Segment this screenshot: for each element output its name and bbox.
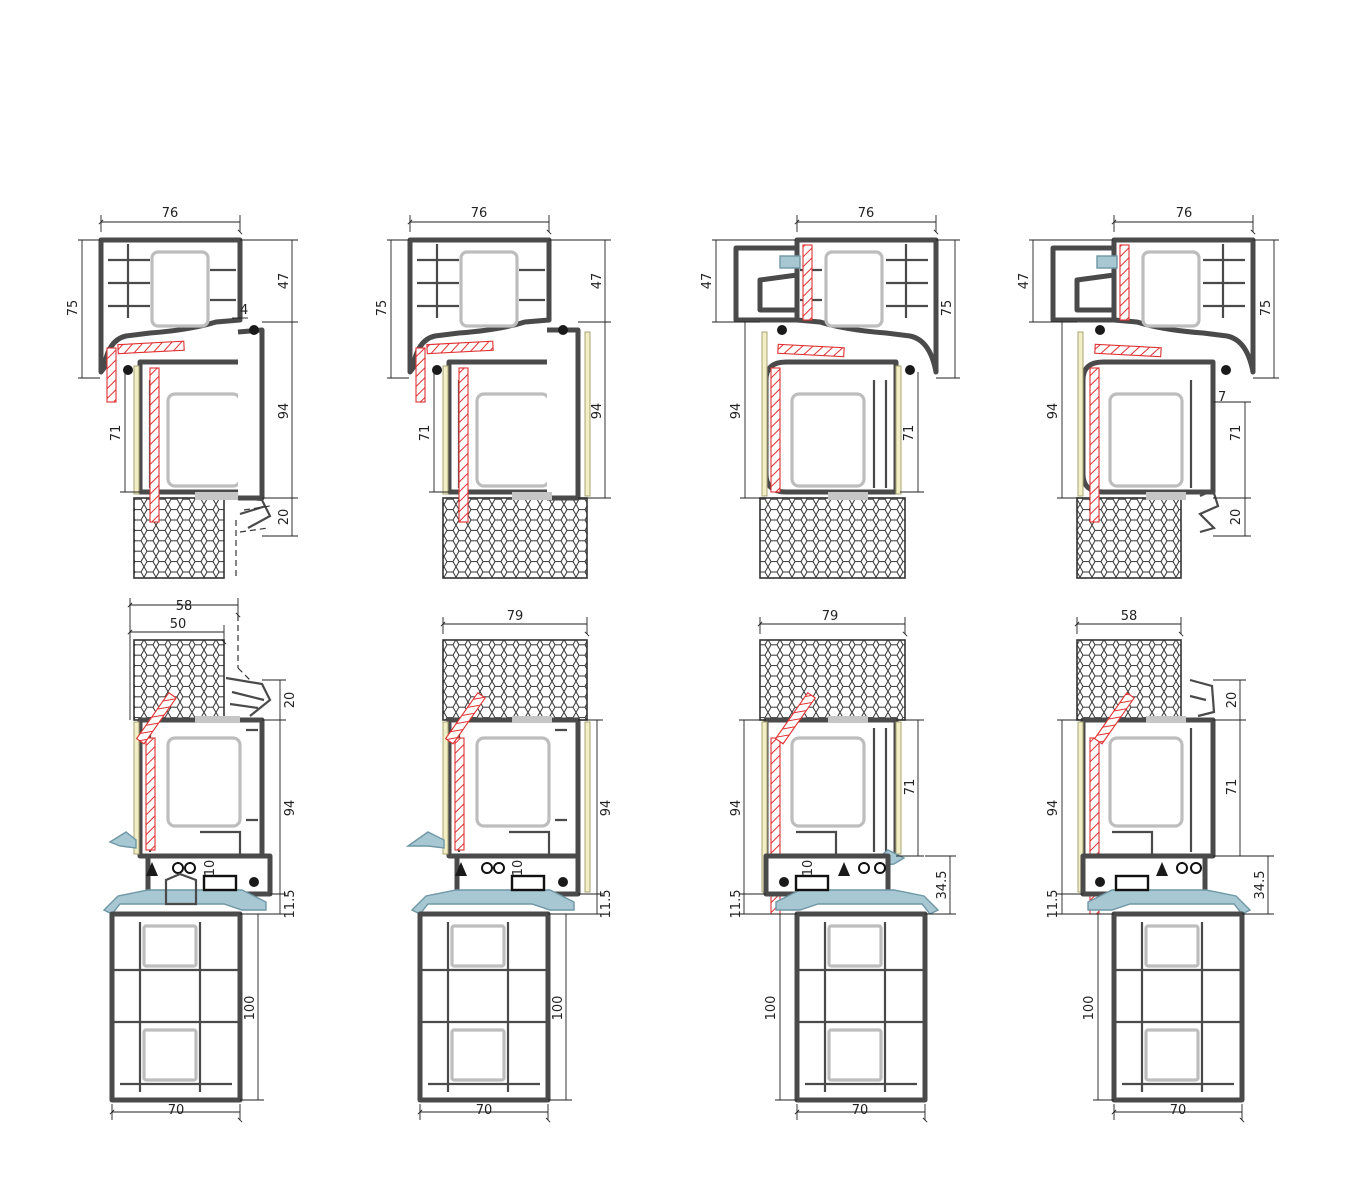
bottom-section-1: 58 50 20 94 10 11.5 100 70 [102,598,298,1120]
steel-reinforcement [145,737,156,851]
foam-block [133,639,225,721]
foam-block [1076,639,1182,721]
dim-right-top: 47 [590,273,605,290]
dim-right-bottom: 20 [1229,509,1244,526]
dim-right-height: 75 [940,300,955,317]
dim-sill-step: 11.5 [729,890,744,919]
steel-reinforcement [117,340,185,355]
bottom-section-3: 79 94 71 10 11.5 34.5 100 70 [729,609,956,1120]
dim-left-top: 47 [700,273,715,290]
dim-right-step: 34.5 [935,871,950,900]
dim-outer-width: 58 [1121,609,1138,624]
foam-block [759,639,906,721]
dim-left-top: 47 [1017,273,1032,290]
dim-sill-step: 11.5 [283,890,298,919]
dim-sill-height: 100 [551,996,566,1021]
dim-right-middle: 94 [599,800,614,817]
dim-left-middle: 94 [1046,800,1061,817]
dim-right-height: 75 [1259,300,1274,317]
dim-lower-left: 94 [729,403,744,420]
dim-right-middle: 94 [283,800,298,817]
dim-gap: 10 [511,860,526,877]
dim-sill-width: 70 [476,1103,493,1118]
threshold-profile [410,889,575,915]
dim-sill-width: 70 [168,1103,185,1118]
foam-block [1076,497,1182,579]
dim-small: 7 [1218,390,1226,405]
dim-right-top: 47 [277,273,292,290]
dim-right-top: 20 [1225,692,1240,709]
dim-sill-height: 100 [1082,996,1097,1021]
dim-right-bottom: 20 [277,509,292,526]
top-section-1: 76 75 47 94 20 71 4 [66,206,298,579]
dim-sill-height: 100 [243,996,258,1021]
dim-outer-width: 79 [822,609,839,624]
threshold-profile [1087,889,1252,915]
dim-width: 76 [1176,206,1193,221]
dim-sill-step: 11.5 [599,890,614,919]
dim-sill-step: 11.5 [1046,890,1061,919]
glass-pane [150,250,210,328]
dim-sill-height: 100 [764,996,779,1021]
dim-left-height: 75 [66,300,81,317]
dim-small: 4 [240,303,248,318]
glass-pane [166,392,242,488]
bottom-section-4: 58 20 94 71 11.5 34.5 100 70 [1046,609,1274,1120]
dim-sill-width: 70 [1170,1103,1187,1118]
dim-left-height: 75 [375,300,390,317]
dim-right-middle: 71 [902,425,917,442]
dim-width: 76 [858,206,875,221]
top-section-2: 76 75 47 94 71 [375,206,611,579]
dim-width: 76 [471,206,488,221]
foam-block [133,497,225,579]
top-section-4: 76 47 94 75 71 20 7 [1017,206,1279,579]
dim-width: 76 [162,206,179,221]
dim-gap: 10 [801,860,816,877]
dim-right-step: 34.5 [1253,871,1268,900]
dim-lower-left: 94 [1046,403,1061,420]
dim-gap: 10 [203,860,218,877]
threshold-profile [102,889,267,915]
dim-right-middle: 71 [903,779,918,796]
dim-lower-left: 71 [109,425,124,442]
dim-right-middle: 94 [590,403,605,420]
dim-right-middle: 94 [277,403,292,420]
dim-inner-width: 50 [170,617,187,632]
top-section-3: 76 47 94 75 71 [700,206,960,579]
threshold-profile [775,889,940,915]
bottom-section-2: 79 94 10 11.5 100 70 [405,609,614,1120]
dim-sill-width: 70 [852,1103,869,1118]
dim-right-top: 20 [283,692,298,709]
dim-lower-left: 71 [418,425,433,442]
dim-outer-width: 58 [176,599,193,614]
dim-outer-width: 79 [507,609,524,624]
dim-right-middle: 71 [1229,425,1244,442]
dim-left-middle: 94 [729,800,744,817]
foam-block [442,639,588,721]
foam-block [759,497,906,579]
dim-right-middle: 71 [1225,779,1240,796]
